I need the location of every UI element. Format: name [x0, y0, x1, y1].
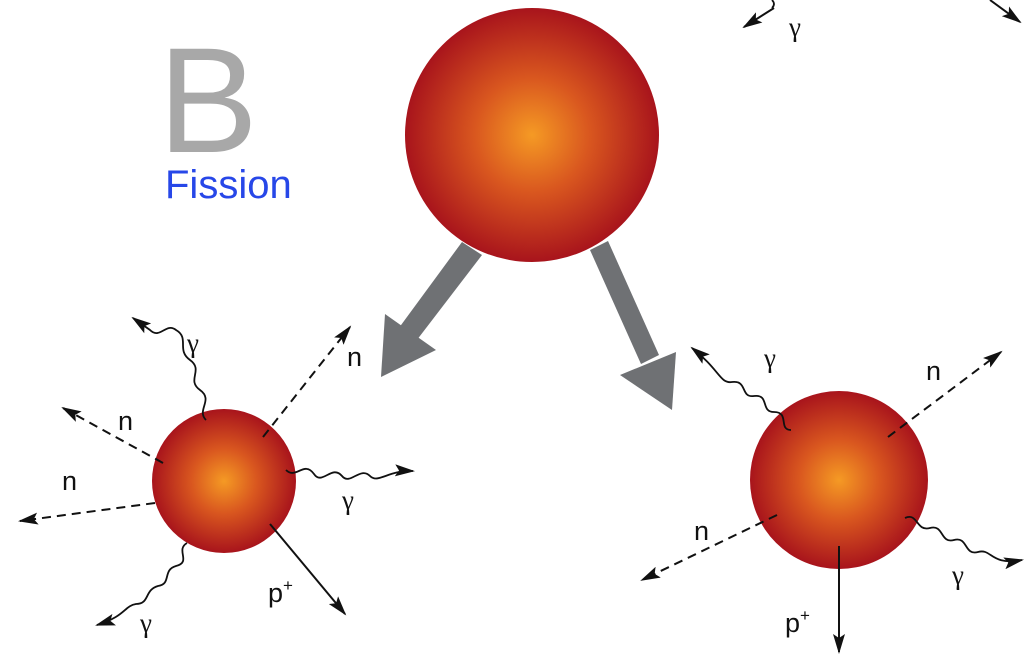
neutron-left-1 [263, 327, 350, 437]
neutron-label-left-3: n [62, 466, 77, 496]
gamma-ray-right-2 [905, 517, 1022, 561]
neutron-label-left-1: n [347, 342, 362, 372]
gamma-label-top: γ [788, 12, 801, 42]
proton-label-right: p+ [785, 606, 810, 638]
neutron-right-1 [888, 352, 1001, 437]
daughter-nucleus-left [152, 409, 296, 553]
top-partial-emissions: γ [744, 0, 1020, 42]
neutron-label-left-2: n [118, 406, 133, 436]
gamma-label-right-2: γ [951, 560, 964, 590]
neutron-right-2 [642, 515, 777, 580]
proton-label-left: p+ [268, 576, 293, 608]
gamma-label-left-1: γ [186, 328, 199, 358]
neutron-label-right-2: n [694, 516, 709, 546]
daughter-nucleus-right [750, 391, 928, 569]
neutron-label-right-1: n [926, 356, 941, 386]
neutron-left-2 [63, 408, 163, 463]
neutron-left-3 [20, 503, 155, 521]
gamma-label-right-1: γ [763, 343, 776, 373]
gamma-label-left-2: γ [341, 485, 354, 515]
panel-letter: B [158, 16, 258, 184]
parent-nucleus [405, 8, 659, 262]
split-arrow-right [590, 241, 676, 410]
gamma-label-left-3: γ [139, 608, 152, 638]
process-title: Fission [165, 163, 292, 207]
gamma-ray-left-2 [286, 469, 413, 479]
split-arrow-left [381, 242, 482, 377]
